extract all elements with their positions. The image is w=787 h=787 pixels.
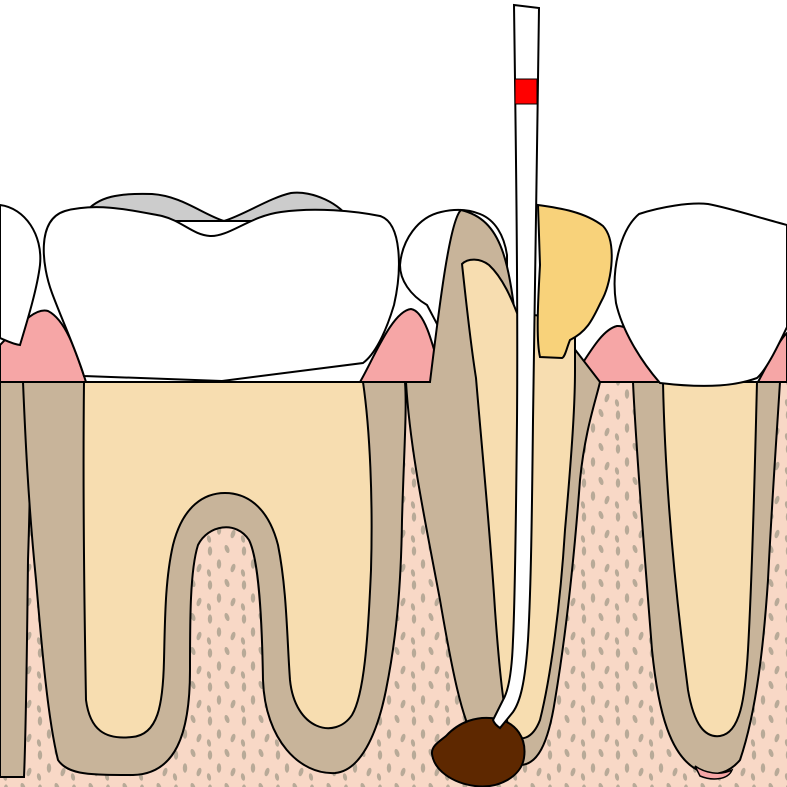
file-rubber-stopper <box>514 78 538 105</box>
left-partial-tooth <box>0 203 42 778</box>
right-tooth-root-tip-gum <box>694 765 734 780</box>
root-canal-file <box>491 3 541 730</box>
molar-dentin <box>82 381 373 739</box>
right-tooth <box>613 202 787 780</box>
temporary-filling <box>536 203 613 360</box>
left-tooth-crown <box>0 203 42 347</box>
right-tooth-dentin <box>661 381 759 738</box>
file-shaft <box>491 3 541 730</box>
molar-crown <box>42 206 400 383</box>
right-tooth-crown <box>613 202 787 387</box>
